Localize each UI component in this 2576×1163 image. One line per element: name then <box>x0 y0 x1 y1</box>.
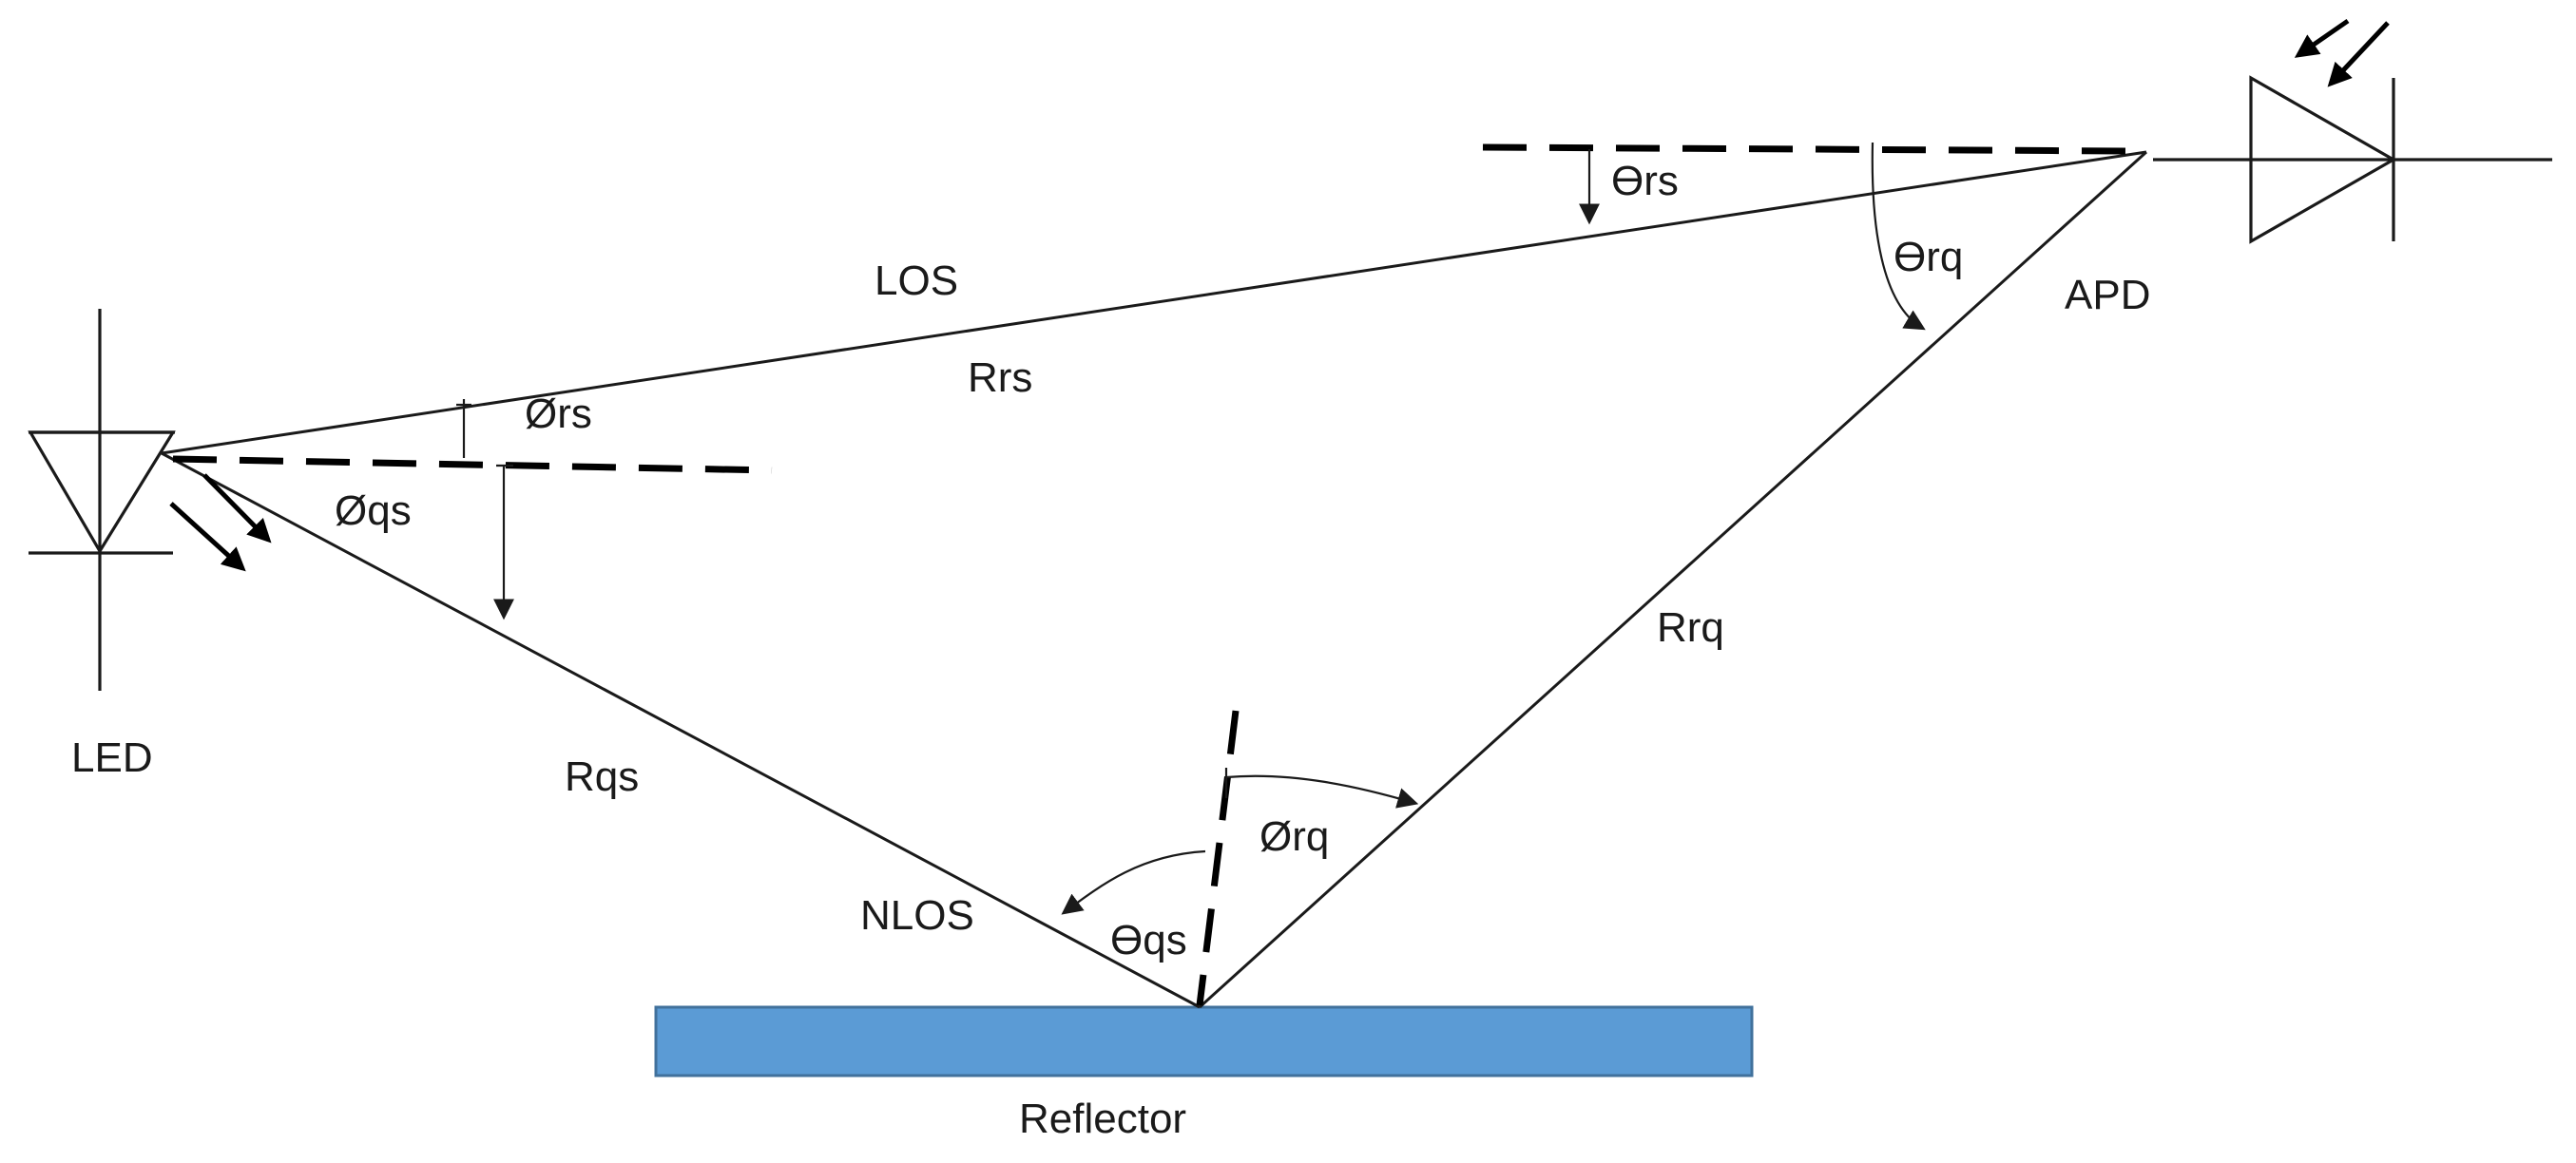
label-theta-rs: ϴrs <box>1611 158 1679 204</box>
reflector-normal <box>1196 710 1240 1006</box>
nlos-path-incident <box>161 451 1201 1009</box>
label-theta-qs: ϴqs <box>1110 917 1187 963</box>
reflector-bar <box>654 1005 1754 1077</box>
angle-arrow-theta-rq <box>1871 142 1926 331</box>
los-path <box>161 150 2147 455</box>
apd-horizontal-reference <box>1482 143 2130 155</box>
label-led: LED <box>71 734 153 781</box>
label-phi-qs: Øqs <box>335 487 412 534</box>
angle-arrow-theta-qs <box>1061 849 1206 915</box>
label-nlos: NLOS <box>860 892 974 939</box>
label-rrs: Rrs <box>968 354 1032 401</box>
angle-arrow-phi-rq <box>1225 774 1419 809</box>
label-phi-rs: Ørs <box>525 391 592 437</box>
photodiode-symbol-icon <box>2153 75 2552 244</box>
incident-light-arrows-icon <box>2294 18 2390 87</box>
led-horizontal-reference <box>172 455 773 474</box>
nlos-path-reflected <box>1198 150 2148 1009</box>
emission-arrows-icon <box>169 473 272 572</box>
label-los: LOS <box>875 257 958 304</box>
label-reflector: Reflector <box>1019 1096 1186 1142</box>
label-phi-rq: Ørq <box>1259 813 1329 860</box>
led-diode-symbol-icon <box>28 309 176 691</box>
label-apd: APD <box>2065 272 2150 318</box>
label-rqs: Rqs <box>565 753 639 800</box>
label-theta-rq: ϴrq <box>1894 234 1963 280</box>
label-rrq: Rrq <box>1657 604 1724 651</box>
